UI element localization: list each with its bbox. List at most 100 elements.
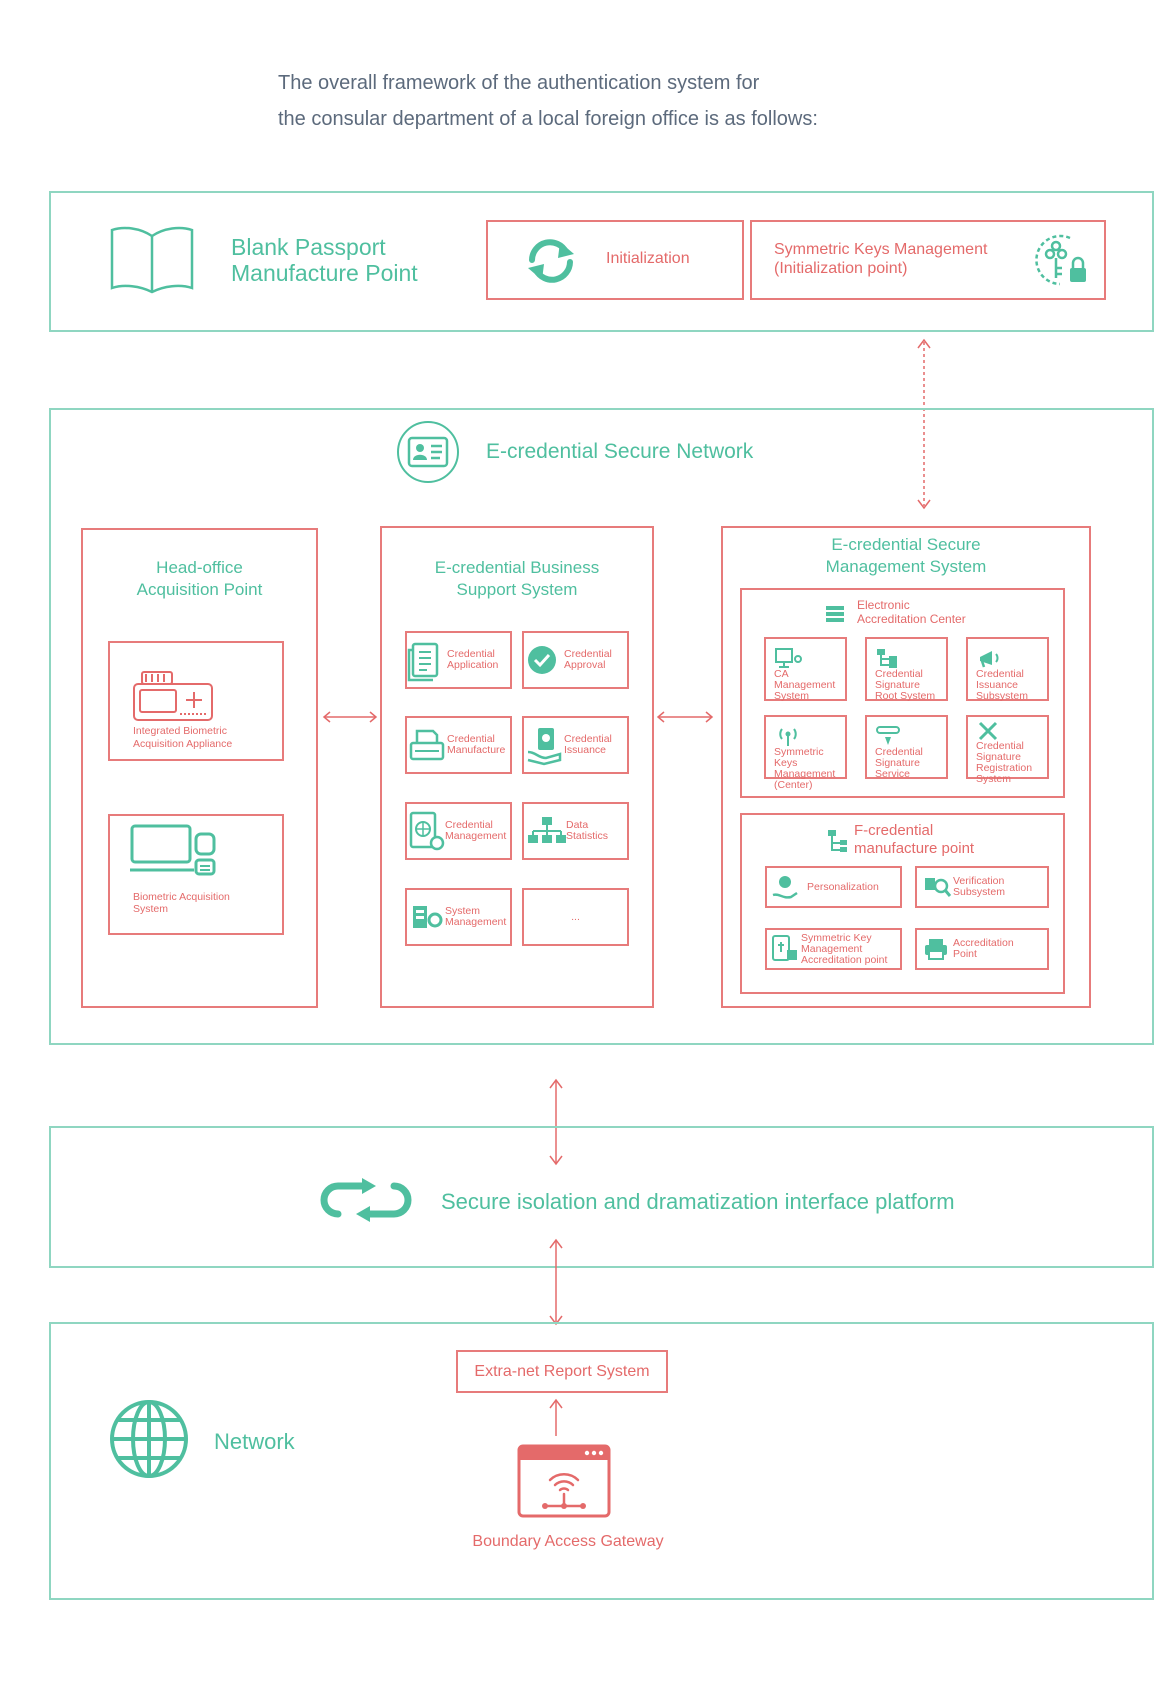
credential-issuance-label-2: Issuance xyxy=(564,744,607,756)
credential-application-label-2: Application xyxy=(447,659,499,671)
symmetric-key-accreditation-label-1: Symmetric Key xyxy=(801,931,872,944)
printer-icon xyxy=(409,729,445,761)
accreditation-center-label-2: Accreditation Center xyxy=(857,612,966,626)
integrated-appliance-label-2: Acquisition Appliance xyxy=(133,738,233,750)
business-management-connector xyxy=(656,711,714,723)
server-gear-icon xyxy=(413,906,443,928)
symmetric-key-accreditation-label-2: Management xyxy=(801,942,863,955)
personalization-card: Personalization xyxy=(765,866,902,908)
business-title-1: E-credential Business xyxy=(434,558,600,577)
biometric-system-label-2: System xyxy=(133,903,169,915)
document-list-icon xyxy=(407,642,439,682)
symmetric-key-accreditation-label-3: Accreditation point xyxy=(801,953,888,966)
isolation-internet-connector xyxy=(549,1238,563,1326)
manufacture-point-title-1: F-credential xyxy=(854,822,934,839)
passport-title-2: Manufacture Point xyxy=(231,260,418,286)
system-management-label-2: Management xyxy=(445,916,507,928)
computer-icon xyxy=(130,824,216,876)
verification-subsystem-label-1: Verification xyxy=(953,875,1005,887)
symmetric-keys-center-label-1: Symmetric Keys xyxy=(774,746,824,769)
signature-root-label-3: Root System xyxy=(875,690,936,702)
issuance-subsystem-label-3: Subsystem xyxy=(976,690,1028,702)
org-chart-icon xyxy=(528,817,566,843)
signature-registration-label-4: System xyxy=(976,773,1012,785)
network-section xyxy=(49,1322,1154,1600)
data-statistics-label-2: Statistics xyxy=(566,830,609,842)
exchange-arrows-icon xyxy=(320,1178,412,1222)
more-items-card: ... xyxy=(522,888,629,946)
symmetric-keys-center-card: Symmetric Keys Management (Center) xyxy=(764,715,847,791)
head-office-title-2: Acquisition Point xyxy=(136,580,263,599)
credential-manufacture-label-1: Credential xyxy=(447,733,495,745)
signature-service-label-3: Service xyxy=(875,768,911,780)
ca-certificate-icon xyxy=(775,648,802,668)
key-card-icon xyxy=(772,935,797,961)
book-icon xyxy=(110,226,194,294)
extranet-report-label: Extra-net Report System xyxy=(474,1362,650,1380)
signature-service-card: Credential Signature Service xyxy=(865,715,948,780)
intro-line-1: The overall framework of the authenticat… xyxy=(278,72,760,94)
biometric-appliance-icon xyxy=(133,671,213,721)
key-lock-icon xyxy=(1035,234,1086,286)
verification-subsystem-label-2: Subsystem xyxy=(953,886,1005,898)
signature-root-card: Credential Signature Root System xyxy=(865,637,948,702)
desk-printer-icon xyxy=(925,939,947,960)
branch-icon xyxy=(828,830,847,852)
network-isolation-connector xyxy=(549,1078,563,1166)
symmetric-keys-label-1: Symmetric Keys Management xyxy=(774,241,988,258)
head-office-title-1: Head-office xyxy=(156,558,243,577)
credential-issuance-label-1: Credential xyxy=(564,733,612,745)
signature-service-label-1: Credential xyxy=(875,746,923,758)
integrated-appliance-label-1: Integrated Biometric xyxy=(133,725,227,737)
signature-service-label-2: Signature xyxy=(875,757,920,769)
personalization-label-1: Personalization xyxy=(807,880,879,893)
ca-management-label-2: Management xyxy=(774,679,836,691)
symmetric-keys-center-label-3: (Center) xyxy=(774,779,813,791)
isolation-title: Secure isolation and dramatization inter… xyxy=(441,1189,955,1214)
secure-network-title: E-credential Secure Network xyxy=(486,440,754,463)
business-title-2: Support System xyxy=(456,580,578,599)
passport-section xyxy=(49,191,1154,332)
biometric-system-label-1: Biometric Acquisition xyxy=(133,891,230,903)
hierarchy-icon xyxy=(877,649,897,668)
network-title: Network xyxy=(214,1429,295,1454)
credential-management-label-1: Credential xyxy=(445,819,493,831)
management-title-1: E-credential Secure xyxy=(831,535,981,554)
signature-root-label-1: Credential xyxy=(875,668,923,680)
ca-management-card: CA Management System xyxy=(764,637,847,702)
verification-icon xyxy=(925,878,952,897)
ca-management-label-3: System xyxy=(774,690,810,702)
secure-network-section xyxy=(49,408,1154,1045)
symmetric-keys-box xyxy=(750,220,1106,300)
gateway-browser-icon xyxy=(517,1444,611,1518)
megaphone-icon xyxy=(980,651,999,668)
isolation-section xyxy=(49,1126,1154,1268)
signature-registration-card: Credential Signature Registration System xyxy=(966,715,1049,785)
hand-card-icon xyxy=(527,728,562,766)
symmetric-keys-center-label-2: Management xyxy=(774,768,836,780)
symmetric-keys-label-2: (Initialization point) xyxy=(774,260,908,277)
management-title-2: Management System xyxy=(825,557,987,576)
issuance-subsystem-card: Credential Issuance Subsystem xyxy=(966,637,1049,702)
data-statistics-label-1: Data xyxy=(566,819,589,831)
intro-line-2: the consular department of a local forei… xyxy=(278,108,818,130)
accreditation-point-label-2: Point xyxy=(953,948,977,960)
tools-icon xyxy=(978,721,998,741)
initialization-label: Initialization xyxy=(606,250,690,267)
biometric-system-box xyxy=(108,814,284,935)
passport-title-1: Blank Passport xyxy=(231,234,386,260)
personalization-icon xyxy=(772,876,798,899)
signature-registration-label-3: Registration xyxy=(976,762,1033,774)
accreditation-point-label-1: Accreditation xyxy=(953,937,1014,949)
signature-root-label-2: Signature xyxy=(875,679,920,691)
extranet-report-box: Extra-net Report System xyxy=(456,1350,668,1393)
head-business-connector xyxy=(322,711,378,723)
ca-management-label-1: CA xyxy=(774,668,789,680)
credential-application-label-1: Credential xyxy=(447,648,495,660)
